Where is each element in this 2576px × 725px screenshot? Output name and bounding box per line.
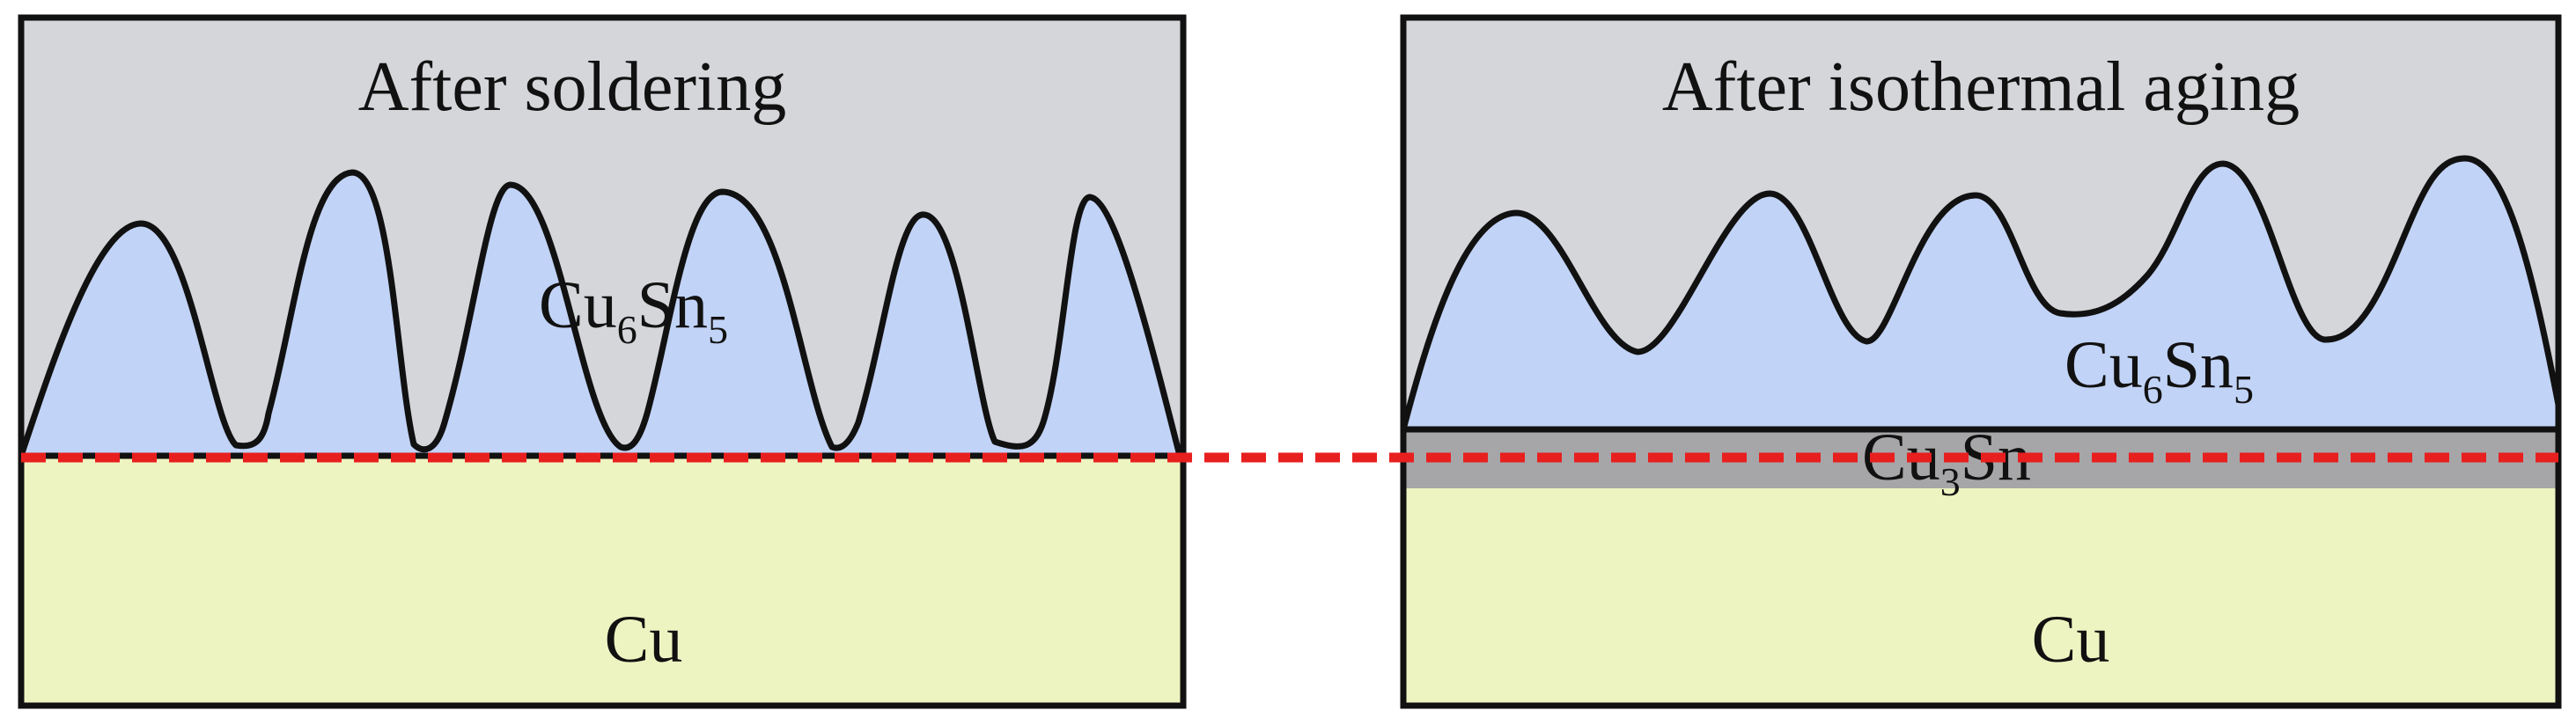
panel-frame-right — [1400, 14, 2562, 709]
cu6sn5-label-right: Cu6Sn5 — [2064, 328, 2254, 412]
cu6sn5-wavy-layer-right — [1400, 155, 2562, 433]
copper-substrate-left — [21, 458, 1183, 706]
panel-title-right: After isothermal aging — [1662, 48, 2300, 126]
copper-substrate-right — [1403, 488, 2558, 706]
panel-frame-left — [18, 14, 1187, 709]
cu-label-left: Cu — [605, 603, 683, 677]
panel-after-aging: After isothermal aging Cu6Sn5 Cu3Sn Cu — [1400, 14, 2562, 709]
cu6sn5-scallops-left — [18, 169, 1183, 459]
cu-label-right: Cu — [2032, 603, 2110, 677]
panel-after-soldering: After soldering Cu6Sn5 Cu — [18, 14, 1187, 709]
cu6sn5-label-left: Cu6Sn5 — [539, 268, 728, 352]
panel-title-left: After soldering — [358, 48, 787, 126]
